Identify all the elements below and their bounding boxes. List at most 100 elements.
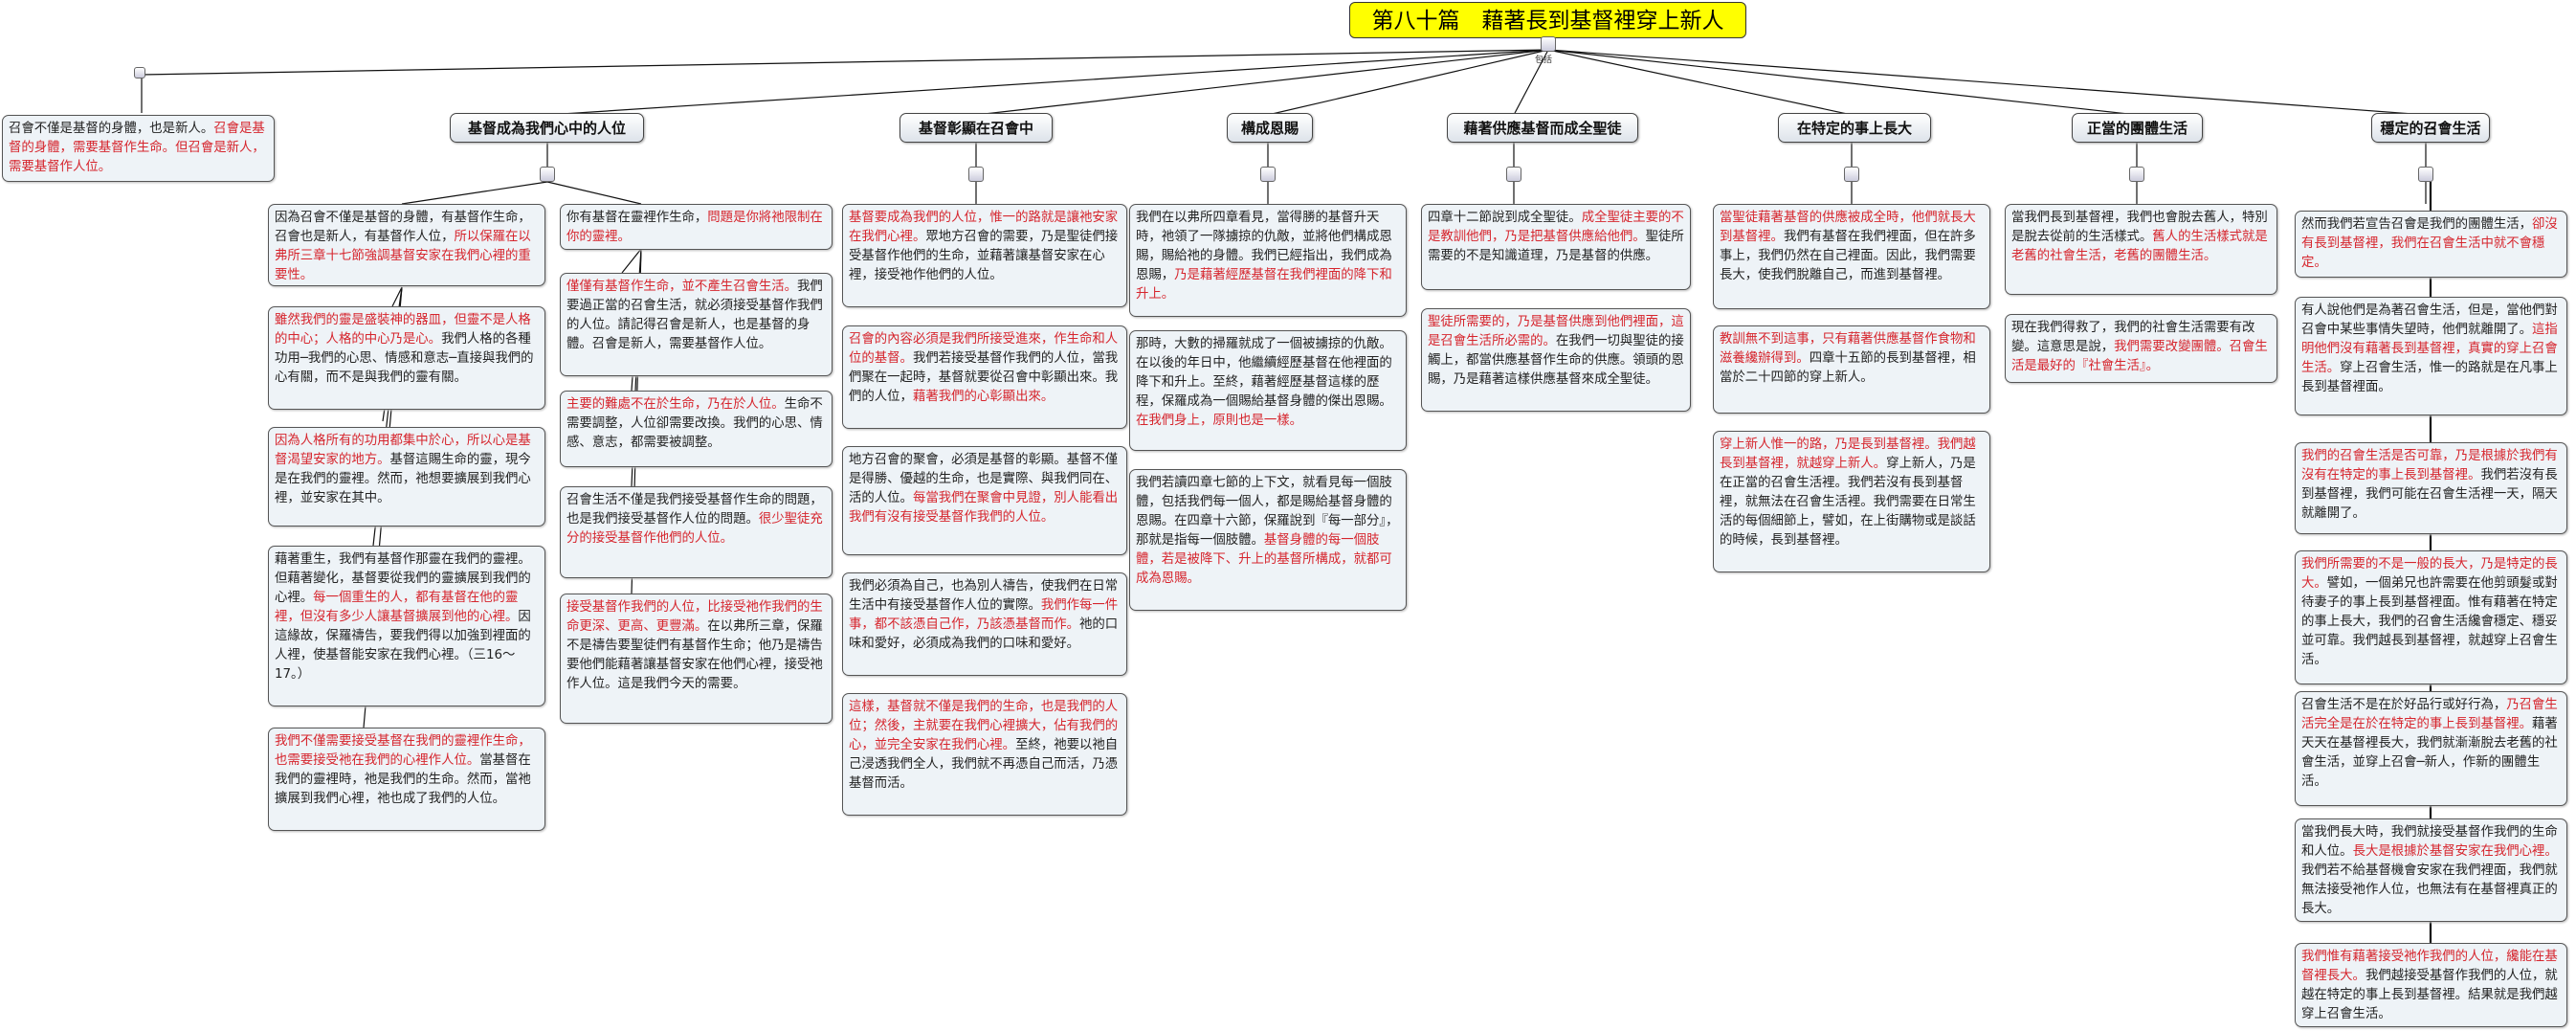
branch-node-col5[interactable] [1844,167,1859,182]
note-text: 因為召會不僅是基督的身體，有基督作生命，召會也是新人，有基督作人位， [275,211,531,244]
branch-node-col7[interactable] [2418,167,2433,182]
branch-node-col4[interactable] [1506,167,1521,182]
note-text: 我們若沒有長到基督裡，我們可能在召會生活裡一天，隔天就離開了。 [2301,468,2558,521]
note-text: 藉著我們的心彰顯出來。 [912,390,1055,404]
note-col1b-4: 召會生活不僅是我們接受基督作生命的問題，也是我們接受基督作人位的問題。很少聖徒充… [560,486,833,578]
note-text: 主要的難處不在於生命，乃在於人位。 [566,397,785,412]
header-grow-in-specific-things[interactable]: 在特定的事上長大 [1778,113,1931,143]
note-text: 聖徒所需要的不是知識道理，乃是基督的供應。 [1428,230,1684,263]
note-text: 僅僅有基督作生命，並不產生召會生活。 [566,280,798,294]
note-text: 現在我們得救了，我們的社會生活需要有改變。這意思是說， [2011,321,2255,354]
note-text: 當聖徒藉著基督的供應被成全時，他們就長大到基督裡。 [1720,211,1976,244]
note-text: 當我們長大時，我們就接受基督作我們的生命和人位。 [2301,825,2558,859]
note-col1b-3: 主要的難處不在於生命，乃在於人位。生命不需要調整，人位卻需要改換。我們的心思、情… [560,391,833,467]
note-text: 舊人的生活樣式就是老舊的社會生活，老舊的團體生活。 [2011,230,2268,263]
note-text: 在以弗所三章，保羅不是禱告要聖徒們有基督作生命；他乃是禱告要他們能藉著讓基督安家… [566,619,823,691]
note-text: 我們不僅需要接受基督在我們的靈裡作生命，也需要接受祂在我們的心裡作人位。 [275,734,531,768]
note-text: 我們若不給基督機會安家在我們裡面，我們就無法接受祂作人位，也無法有在基督裡真正的… [2301,863,2558,916]
note-col7-6: 當我們長大時，我們就接受基督作我們的生命和人位。長大是根據於基督安家在我們心裡。… [2295,818,2567,922]
left-note-text-1: 召會不僅是基督的身體，也是新人。 [9,122,214,136]
note-text: 當基督在我們的靈裡時，祂是我們的生命。然而，當祂擴展到我們心裡，祂也成了我們的人… [275,753,531,806]
header-expressed-in-church[interactable]: 基督彰顯在召會中 [899,113,1053,143]
note-text: 長大是根據於基督安家在我們心裡。 [2352,844,2558,859]
note-col5-1: 當聖徒藉著基督的供應被成全時，他們就長大到基督裡。我們有基督在我們裡面，但在許多… [1713,204,1990,309]
note-col4-2: 聖徒所需要的，乃是基督供應到他們裡面，這是召會生活所必需的。在我們一切與聖徒的接… [1421,308,1691,412]
note-col6-2: 現在我們得救了，我們的社會生活需要有改變。這意思是說，我們需要改變團體。召會生活… [2005,314,2277,383]
root-connector-node[interactable] [1541,36,1556,52]
note-text: 生命不需要調整，人位卻需要改換。我們的心思、情感、意志，都需要被調整。 [566,397,823,450]
note-col6-1: 當我們長到基督裡，我們也會脫去舊人，特別是脫去從前的生活樣式。舊人的生活樣式就是… [2005,204,2277,295]
branch-node-col3[interactable] [1260,167,1276,182]
note-text: 穿上召會生活，惟一的路就是在凡事上長到基督裡面。 [2301,361,2558,394]
note-col1b-1: 你有基督在靈裡作生命，問題是你將祂限制在你的靈裡。 [560,204,833,250]
note-text: 所以保羅在以弗所三章十七節強調基督安家在我們心裡的重要性。 [275,230,531,282]
note-text: 四章十二節說到成全聖徒。 [1428,211,1582,225]
note-text: 在我們一切與聖徒的接觸上，都當供應基督作生命的供應。領頭的恩賜，乃是藉著這樣供應… [1428,334,1684,387]
note-text: 我們要過正當的召會生活，就必須接受基督作我們的人位。請記得召會是新人，也是基督的… [566,280,823,351]
note-text: 乃召會生活完全是在於在特定的事上長到基督裡。 [2301,698,2558,731]
note-col3-2: 那時，大數的掃羅就成了一個被擄掠的仇敵。在以後的年日中，他繼續經歷基督在他裡面的… [1129,330,1407,451]
note-text: 我們人格的各種功用─我們的心思、情感和意志─直接與我們的心有關，而不是與我們的靈… [275,332,534,385]
note-text: 至終，祂要以祂自己浸透我們全人，我們就不再憑自己而活，乃憑基督而活。 [849,738,1119,791]
note-text: 我們作每一件事，都不該憑自己作，乃該憑基督而作。 [849,598,1119,632]
note-text: 我們惟有藉著接受祂作我們的人位，纔能在基督裡長大。 [2301,950,2558,983]
note-col7-4: 我們所需要的不是一般的長大，乃是特定的長大。譬如，一個弟兄也許需要在他剪頭髮或對… [2295,550,2567,684]
note-text: 乃是藉著經歷基督在我們裡面的降下和升上。 [1136,268,1392,302]
note-col3-3: 我們若讀四章七節的上下文，就看見每一個肢體，包括我們每一個人，都是賜給基督身體的… [1129,469,1407,611]
note-col2-5: 這樣，基督就不僅是我們的生命，也是我們的人位；然後，主就要在我們心裡擴大，佔有我… [842,693,1127,816]
header-stable-church-life[interactable]: 穩定的召會生活 [2371,113,2490,143]
note-text: 我們若讀四章七節的上下文，就看見每一個肢體，包括我們每一個人，都是賜給基督身體的… [1136,476,1399,548]
note-text: 我們有基督在我們裡面，但在許多事上，我們仍然在自己裡面。因此，我們需要長大，使我… [1720,230,1976,282]
note-col5-2: 教訓無不到這事，只有藉著供應基督作食物和滋養纔辦得到。四章十五節的長到基督裡，相… [1713,325,1990,414]
note-col1a-5: 我們不僅需要接受基督在我們的靈裡作生命，也需要接受祂在我們的心裡作人位。當基督在… [268,728,545,831]
note-text: 當我們長到基督裡，我們也會脫去舊人，特別是脫去從前的生活樣式。 [2011,211,2268,244]
page-title: 第八十篇 藉著長到基督裡穿上新人 [1349,2,1746,38]
note-col2-2: 召會的內容必須是我們所接受進來，作生命和人位的基督。我們若接受基督作我們的人位，… [842,325,1127,429]
note-text: 教訓無不到這事，只有藉著供應基督作食物和滋養纔辦得到。 [1720,332,1976,366]
left-note-connector-node[interactable] [134,67,145,78]
note-col7-3: 我們的召會生活是否可靠，乃是根據於我們有沒有在特定的事上長到基督裡。我們若沒有長… [2295,442,2567,534]
note-text: 問題是你將祂限制在你的靈裡。 [566,211,823,244]
branch-node-col1[interactable] [540,167,555,182]
branch-node-col6[interactable] [2129,167,2144,182]
note-col5-3: 穿上新人惟一的路，乃是長到基督裡。我們越長到基督裡，就越穿上新人。穿上新人，乃是… [1713,431,1990,572]
note-text: 那時，大數的掃羅就成了一個被擄掠的仇敵。在以後的年日中，他繼續經歷基督在他裡面的… [1136,337,1392,409]
left-note-text-2: 召會是基督的身體，需要基督作生命。但召會是新人，需要基督作人位。 [9,122,265,174]
note-col7-1: 然而我們若宣告召會是我們的團體生活，卻沒有長到基督裡，我們在召會生活中就不會穩定… [2295,211,2567,278]
note-text: 我們的召會生活是否可靠，乃是根據於我們有沒有在特定的事上長到基督裡。 [2301,449,2558,482]
note-col1b-5: 接受基督作我們的人位，比接受祂作我們的生命更深、更高、更豐滿。在以弗所三章，保羅… [560,594,833,724]
note-text: 我們所需要的不是一般的長大，乃是特定的長大。 [2301,557,2558,591]
header-perfecting-saints[interactable]: 藉著供應基督而成全聖徒 [1447,113,1638,143]
note-text: 我們必須為自己，也為別人禱告，使我們在日常生活中有接受基督作人位的實際。 [849,579,1119,613]
note-text: 每一個重生的人，都有基督在他的靈裡，但沒有多少人讓基督擴展到他的心裡。 [275,591,519,624]
note-col4-1: 四章十二節說到成全聖徒。成全聖徒主要的不是教訓他們，乃是把基督供應給他們。聖徒所… [1421,204,1691,290]
note-col1a-3: 因為人格所有的功用都集中於心，所以心是基督渴望安家的地方。基督這賜生命的靈，現今… [268,427,545,527]
note-text: 地方召會的聚會，必須是基督的彰顯。基督不僅是得勝、優越的生命，也是實際、與我們同… [849,453,1119,505]
note-text: 聖徒所需要的，乃是基督供應到他們裡面，這是召會生活所必需的。 [1428,315,1684,348]
note-text: 成全聖徒主要的不是教訓他們，乃是把基督供應給他們。 [1428,211,1684,244]
note-col1a-4: 藉著重生，我們有基督作那靈在我們的靈裡。但藉著變化，基督要從我們的靈擴展到我們的… [268,546,545,706]
branch-node-col2[interactable] [968,167,984,182]
note-col1b-2: 僅僅有基督作生命，並不產生召會生活。我們要過正當的召會生活，就必須接受基督作我們… [560,273,833,376]
note-col1a-1: 因為召會不僅是基督的身體，有基督作生命，召會也是新人，有基督作人位，所以保羅在以… [268,204,545,286]
note-text: 四章十五節的長到基督裡，相當於二十四節的穿上新人。 [1720,351,1976,385]
note-col3-1: 我們在以弗所四章看見，當得勝的基督升天時，祂領了一隊擄掠的仇敵，並將他們構成恩賜… [1129,204,1407,317]
note-text: 眾地方召會的需要，乃是聖徒們接受基督作他們的生命，並藉著讓基督安家在心裡，接受祂… [849,230,1119,282]
note-text: 我們越接受基督作我們的人位，就越在特定的事上長到基督裡。結果就是我們越穿上召會生… [2301,969,2558,1021]
note-text: 我們在以弗所四章看見，當得勝的基督升天時，祂領了一隊擄掠的仇敵，並將他們構成恩賜… [1136,211,1392,282]
note-text: 然而我們若宣告召會是我們的團體生活， [2301,217,2533,232]
note-text: 穿上新人，乃是在正當的召會生活裡。我們若沒有長到基督裡，就無法在召會生活裡。我們… [1720,457,1976,548]
note-text: 基督身體的每一個肢體，若是被降下、升上的基督所構成，就都可成為恩賜。 [1136,533,1392,586]
header-proper-corporate-life[interactable]: 正當的團體生活 [2072,113,2203,143]
note-col1a-2: 雖然我們的靈是盛裝神的器皿，但靈不是人格的中心；人格的中心乃是心。我們人格的各種… [268,306,545,410]
note-text: 穿上新人惟一的路，乃是長到基督裡。我們越長到基督裡，就越穿上新人。 [1720,437,1976,471]
left-note-box: 召會不僅是基督的身體，也是新人。召會是基督的身體，需要基督作生命。但召會是新人，… [2,115,275,182]
note-text: 因這緣故，保羅禱告，要我們得以加強到裡面的人裡，使基督能安家在我們心裡。（三16… [275,610,531,682]
note-text: 基督這賜生命的靈，現今是在我們的靈裡。然而，祂想要擴展到我們心裡，並安家在其中。 [275,453,531,505]
note-text: 我們需要改變團體。召會生活是最好的『社會生活』。 [2011,340,2268,373]
header-constitute-gifts[interactable]: 構成恩賜 [1227,113,1313,143]
header-person-in-heart[interactable]: 基督成為我們心中的人位 [450,113,644,143]
note-text: 基督要成為我們的人位，惟一的路就是讓祂安家在我們心裡。 [849,211,1119,244]
note-text: 在我們身上，原則也是一樣。 [1136,414,1303,428]
note-text: 召會生活不僅是我們接受基督作生命的問題，也是我們接受基督作人位的問題。 [566,493,823,527]
